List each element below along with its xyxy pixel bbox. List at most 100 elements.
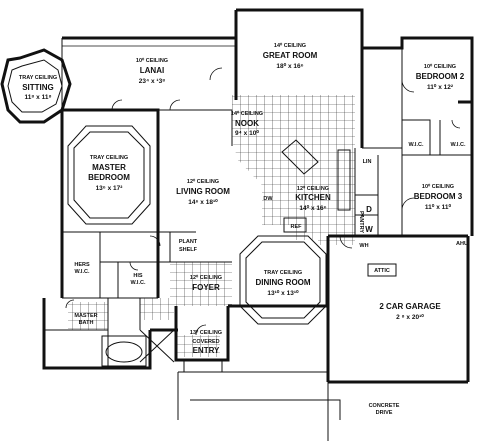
sitting-name: SITTING — [22, 83, 54, 92]
tile-nook-kitchen — [232, 95, 355, 245]
door-great-room — [209, 67, 223, 81]
water-heater-label: WH — [359, 243, 368, 249]
ahu-label: AHU — [456, 241, 468, 247]
great-room-name: GREAT ROOM — [263, 51, 318, 60]
attic-box — [367, 263, 397, 277]
his-wic-line1: HIS — [133, 273, 143, 279]
bedroom3-dims: 11⁰ x 11⁰ — [425, 203, 452, 211]
entry-columns — [183, 360, 223, 372]
kitchen-island — [281, 139, 319, 175]
master-bath-line1: MASTER — [74, 313, 97, 319]
master-bedroom-name-2: BEDROOM — [88, 173, 130, 182]
driveway-line2: DRIVE — [376, 410, 393, 416]
bedroom2-name: BEDROOM 2 — [416, 72, 465, 81]
lanai-dims: 23⁴ x ¹3⁸ — [139, 78, 166, 85]
wall-front — [150, 304, 328, 362]
doors — [65, 67, 461, 336]
hers-wic-line1: HERS — [74, 262, 90, 268]
dining-room-name: DINING ROOM — [255, 278, 310, 287]
lanai-name: LANAI — [140, 66, 164, 75]
walk-path — [190, 399, 341, 420]
entry-line2: ENTRY — [193, 346, 220, 355]
master-bedroom-ceiling: TRAY CEILING — [90, 155, 128, 161]
driveway-edge — [177, 371, 329, 441]
refrigerator-label: REF — [291, 224, 303, 230]
fixture-labels: LIN W.I.C. W.I.C. PANTRY DW REF D W WH A… — [263, 142, 468, 274]
wall-sitting-octagon — [0, 48, 72, 124]
wall-living — [158, 231, 232, 263]
shower-diagonal — [139, 329, 175, 363]
kitchen-ceiling: 12⁰ CEILING — [297, 185, 329, 192]
door-bath — [65, 299, 75, 309]
garage-dims: 2 ⁸ x 20¹⁰ — [396, 313, 424, 321]
washer-label: W — [365, 225, 373, 234]
tray-master-inner — [73, 131, 145, 219]
wall-kitchen-ref — [283, 217, 307, 233]
bedroom2-ceiling: 10⁰ CEILING — [424, 63, 456, 70]
pantry-label: PANTRY — [358, 211, 364, 233]
side-wic-label: W.I.C. — [451, 142, 466, 148]
linen-label: LIN — [363, 159, 372, 165]
bedroom2-dims: 11⁰ x 12² — [427, 83, 454, 91]
bathtub — [105, 341, 143, 363]
interior-walls — [44, 38, 472, 368]
living-room-dims: 14⁶ x 18¹⁰ — [188, 198, 218, 206]
lanai-ceiling: 10⁰ CEILING — [136, 57, 168, 64]
great-room-ceiling: 14⁰ CEILING — [274, 42, 306, 49]
nook-dims: 9⁴ x 10⁰ — [235, 129, 259, 137]
tile-hall-bath — [140, 298, 174, 320]
dishwasher-label: DW — [263, 196, 273, 202]
sitting-ceiling: TRAY CEILING — [19, 75, 57, 81]
kitchen-counter — [337, 149, 351, 211]
master-bedroom-name-1: MASTER — [92, 163, 126, 172]
tray-sitting — [7, 59, 63, 113]
bedroom2-wic-label: W.I.C. — [409, 142, 424, 148]
door-garage — [339, 235, 353, 249]
attic-label: ATTIC — [374, 268, 390, 274]
kitchen-dims: 14⁰ x 16⁶ — [299, 204, 326, 212]
wall-lanai — [61, 38, 233, 146]
nook-name: NOOK — [235, 119, 259, 128]
wall-garage — [326, 234, 468, 384]
tray-dining-outer — [239, 235, 327, 325]
wall-east — [458, 100, 474, 382]
living-room-name: LIVING ROOM — [176, 187, 230, 196]
foyer-name: FOYER — [192, 283, 220, 292]
plant-shelf-line1: PLANT — [179, 239, 198, 245]
his-wic-line2: W.I.C. — [131, 280, 146, 286]
tray-ceilings — [7, 59, 327, 325]
door-closet-bed2 — [451, 119, 461, 129]
hers-wic-line2: W.I.C. — [75, 269, 90, 275]
door-bedroom3 — [401, 197, 415, 211]
wall-kitchen-utility — [354, 148, 379, 236]
room-labels: TRAY CEILING SITTING 11⁸ x 11⁸ 10⁰ CEILI… — [19, 42, 465, 416]
wall-wics — [62, 231, 158, 299]
foyer-ceiling: 12⁰ CEILING — [190, 274, 222, 281]
master-bath-line2: BATH — [79, 320, 94, 326]
dryer-label: D — [366, 205, 372, 214]
great-room-dims: 18⁰ x 16⁶ — [276, 62, 303, 70]
tile-master-bath — [68, 302, 108, 330]
nook-ceiling: 14⁰ CEILING — [231, 110, 263, 117]
wall-great-room — [234, 10, 364, 148]
tiled-floors — [68, 95, 355, 357]
fixtures-geometry — [62, 45, 351, 441]
tray-master-outer — [67, 125, 151, 225]
entry-line1: COVERED — [192, 339, 219, 345]
tile-entry — [176, 335, 220, 357]
wall-master-west — [42, 110, 152, 370]
bedroom3-ceiling: 10⁰ CEILING — [422, 183, 454, 190]
garden-tub-deck — [101, 335, 147, 367]
door-master-wic — [149, 235, 161, 247]
door-bedroom2 — [401, 79, 415, 93]
sitting-dims: 11⁸ x 11⁸ — [24, 94, 51, 101]
bedroom3-name: BEDROOM 3 — [414, 192, 463, 201]
master-bedroom-dims: 13⁶ x 17² — [96, 185, 124, 192]
tray-dining-inner — [245, 241, 321, 319]
plant-shelf-line2: SHELF — [179, 247, 198, 253]
dining-room-ceiling: TRAY CEILING — [264, 270, 302, 276]
door-lanai-slider-right — [169, 99, 181, 111]
wall-bedroom3 — [362, 147, 403, 236]
tile-foyer-hall — [170, 262, 232, 306]
